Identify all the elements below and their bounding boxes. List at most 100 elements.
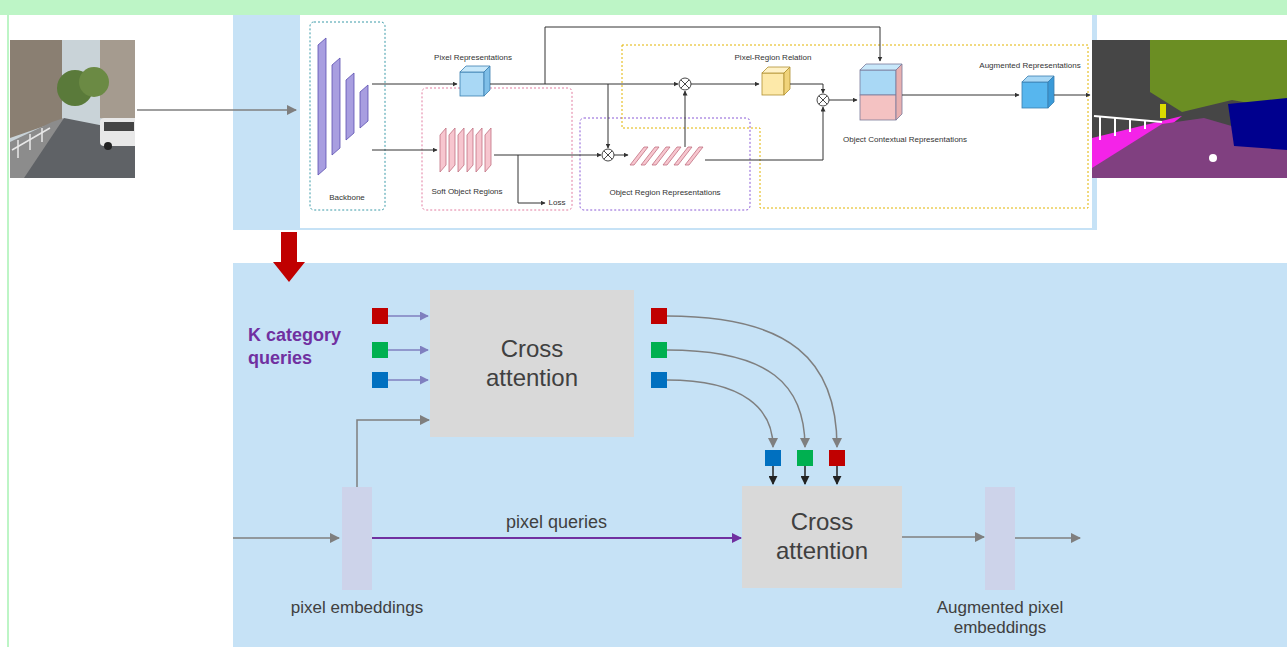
multiply-symbol bbox=[602, 149, 614, 161]
relation-cube bbox=[762, 73, 784, 95]
figure-wires bbox=[372, 84, 457, 85]
augmented-cube bbox=[1048, 76, 1054, 108]
part-name: Object Contextual Representations bbox=[843, 135, 967, 145]
backbone-layers bbox=[318, 38, 326, 175]
figure-wires bbox=[545, 27, 880, 84]
multiply-symbol bbox=[681, 80, 689, 88]
part-name: Soft Object Regions bbox=[431, 187, 502, 197]
ocr-figure bbox=[310, 22, 1090, 210]
embedding-bar: pixel embeddings bbox=[342, 487, 372, 590]
figure-wires bbox=[902, 95, 1019, 96]
street-photo bbox=[29, 134, 31, 150]
soft-regions bbox=[458, 128, 464, 172]
part-name: Augmented Representations bbox=[979, 61, 1080, 71]
query-square bbox=[372, 342, 388, 358]
input-arrow bbox=[137, 109, 296, 111]
segmentation-image bbox=[1228, 98, 1287, 150]
figure-wires bbox=[1054, 95, 1090, 96]
figure-wires bbox=[518, 155, 545, 203]
soft-regions bbox=[476, 128, 482, 172]
multiply-symbol bbox=[681, 80, 689, 88]
soft-regions bbox=[440, 128, 491, 172]
street-photo bbox=[17, 140, 19, 158]
segmentation-image bbox=[1094, 116, 1162, 122]
region-slabs bbox=[630, 147, 703, 165]
query-arrow bbox=[667, 380, 773, 447]
part-name: Loss bbox=[549, 198, 566, 208]
segmentation-image bbox=[1129, 119, 1131, 132]
figure-wires bbox=[372, 27, 1090, 203]
bar-caption: Augmented pixel embeddings bbox=[930, 598, 1070, 639]
street-photo bbox=[10, 118, 64, 178]
context-cube bbox=[860, 70, 896, 95]
multiply-symbol bbox=[604, 151, 612, 159]
backbone-layers bbox=[360, 85, 368, 128]
augmented-cube bbox=[1022, 76, 1054, 108]
figure-wires bbox=[608, 84, 609, 148]
query-square bbox=[651, 308, 667, 324]
query-arrow bbox=[388, 379, 428, 381]
relation-cube bbox=[784, 67, 790, 95]
figure-wires bbox=[494, 155, 601, 156]
backbone-region bbox=[310, 22, 385, 210]
bar-caption: pixel embeddings bbox=[291, 598, 423, 618]
query-arrow bbox=[667, 316, 837, 447]
output-arrow bbox=[1015, 537, 1080, 539]
query-square bbox=[829, 450, 845, 466]
segmentation-image bbox=[1092, 40, 1287, 178]
pixel-cube bbox=[484, 66, 490, 96]
query-label: K category queries bbox=[248, 324, 358, 369]
part-name: Object Region Representations bbox=[609, 188, 720, 198]
object-region bbox=[580, 118, 750, 210]
query-square bbox=[372, 308, 388, 324]
soft-region bbox=[422, 88, 572, 210]
segmentation-image bbox=[1144, 120, 1146, 129]
street-photo bbox=[79, 67, 109, 97]
figure-wires bbox=[614, 155, 628, 156]
segmentation-image bbox=[1092, 40, 1287, 178]
multiply-symbol bbox=[602, 78, 829, 161]
soft-regions bbox=[467, 128, 473, 172]
pixel-cube bbox=[460, 72, 484, 96]
query-arrow bbox=[836, 466, 838, 484]
context-cube bbox=[896, 64, 902, 120]
segmentation-image bbox=[1099, 116, 1101, 140]
figure-wires bbox=[691, 84, 759, 85]
embedding-bar: Augmented pixel embeddings bbox=[985, 487, 1015, 590]
pixel-cube bbox=[460, 66, 490, 96]
part-name: Pixel-Region Relation bbox=[735, 53, 812, 63]
query-connector bbox=[357, 420, 429, 487]
street-photo bbox=[10, 118, 135, 178]
soft-regions bbox=[485, 128, 491, 172]
multiply-symbol bbox=[679, 78, 691, 90]
query-arrow bbox=[772, 466, 774, 484]
output-connector bbox=[902, 536, 984, 538]
attention-box: Cross attention bbox=[742, 486, 902, 588]
left-rule bbox=[7, 15, 9, 647]
box-title: Cross attention bbox=[760, 508, 885, 566]
relation-cube bbox=[762, 67, 790, 95]
part-name: Pixel Representations bbox=[434, 53, 512, 63]
attention-box: Cross attention bbox=[430, 290, 634, 437]
street-photo bbox=[10, 40, 135, 178]
figure-wires bbox=[490, 84, 678, 85]
top-bar bbox=[0, 0, 1287, 15]
region-slabs bbox=[685, 147, 703, 165]
query-square bbox=[765, 450, 781, 466]
figure-wires bbox=[685, 91, 686, 147]
context-cube bbox=[860, 64, 902, 70]
figure-wires bbox=[790, 84, 823, 93]
figure-ground bbox=[300, 15, 1092, 228]
figure-wires bbox=[829, 100, 857, 101]
input-arrow bbox=[233, 537, 339, 539]
query-arrow bbox=[388, 315, 428, 317]
bottom-panel bbox=[233, 263, 1287, 647]
top-panel bbox=[233, 15, 1097, 230]
query-square bbox=[651, 342, 667, 358]
query-square bbox=[797, 450, 813, 466]
down-arrow bbox=[273, 232, 305, 282]
street-photo bbox=[10, 40, 135, 178]
street-photo bbox=[100, 118, 135, 146]
